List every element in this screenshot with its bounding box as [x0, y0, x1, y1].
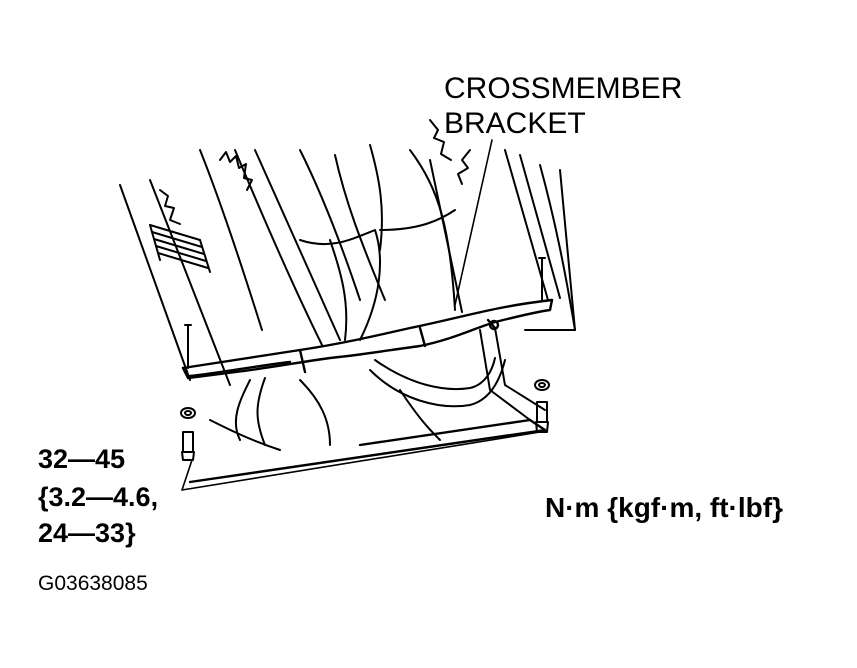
torque-spec-line2: {3.2—4.6,: [38, 482, 159, 512]
leader-lines: [181, 139, 541, 491]
torque-spec-line1: 32—45: [38, 444, 126, 474]
torque-units-label: N·m {kgf·m, ft·lbf}: [545, 492, 783, 523]
callout-label-line1: CROSSMEMBER: [444, 72, 683, 105]
crossmember-bracket-shape: [181, 298, 554, 484]
vehicle-frame-lines: [119, 119, 576, 386]
torque-spec-line3: 24—33}: [38, 518, 136, 548]
bolt-and-washer-left: [180, 324, 196, 461]
callout-label-line2: BRACKET: [444, 107, 586, 140]
bolt-and-washer-right: [534, 257, 550, 433]
figure-id: G03638085: [38, 572, 148, 595]
exhaust-pipe-lines: [209, 209, 546, 451]
